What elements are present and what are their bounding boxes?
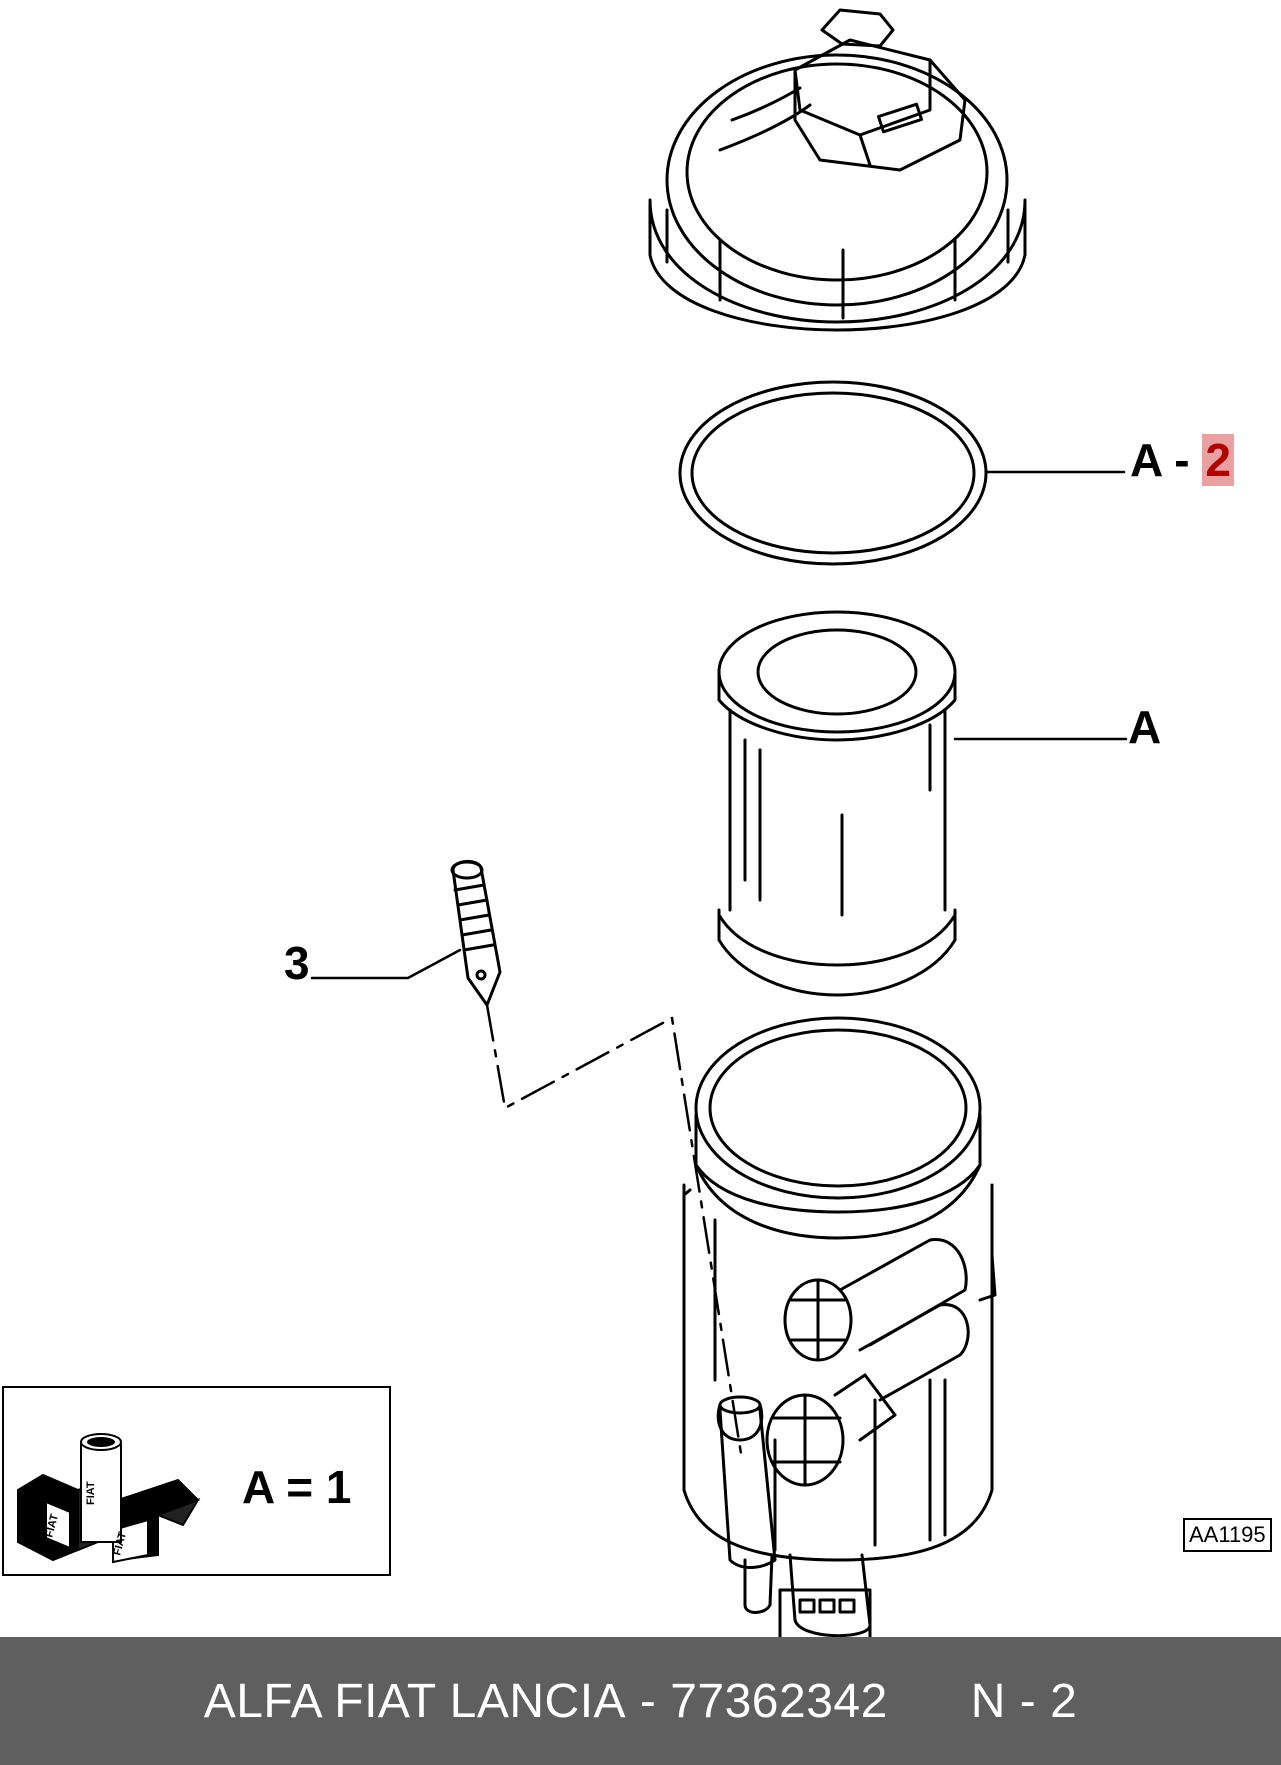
legend-box: FIAT FIAT FIAT A = 1 bbox=[2, 1386, 391, 1576]
svg-text:FIAT: FIAT bbox=[85, 1481, 97, 1505]
footer-gap bbox=[888, 1674, 971, 1729]
footer-brands: ALFA FIAT LANCIA bbox=[203, 1674, 627, 1728]
filter-cover-cap bbox=[648, 8, 1027, 332]
drawing-reference-code: AA1195 bbox=[1183, 1518, 1272, 1552]
callout-seal-number: 2 bbox=[1202, 434, 1234, 486]
o-ring-seal bbox=[678, 380, 1126, 566]
callout-seal-letter: A bbox=[1130, 434, 1162, 486]
svg-text:FIAT: FIAT bbox=[111, 1531, 129, 1557]
legend-text: A = 1 bbox=[242, 1461, 352, 1513]
assembly-leader-line bbox=[485, 1003, 744, 1462]
filter-housing bbox=[682, 1016, 997, 1662]
fiat-parts-kit-icon: FIAT FIAT FIAT bbox=[17, 1433, 201, 1564]
footer-n-label: N - 2 bbox=[970, 1674, 1078, 1728]
callout-pin: 3 bbox=[284, 937, 310, 989]
callout-seal: A - 2 bbox=[1130, 434, 1234, 486]
callout-seal-separator: - bbox=[1161, 434, 1203, 486]
footer-bar: ALFA FIAT LANCIA - 77362342 N - 2 bbox=[0, 1637, 1281, 1765]
footer-part-number: 77362342 bbox=[670, 1674, 888, 1728]
callout-filter: A bbox=[1128, 701, 1162, 753]
pin-part-3 bbox=[310, 860, 502, 1007]
svg-text:FIAT: FIAT bbox=[43, 1513, 61, 1539]
filter-cartridge bbox=[717, 610, 1128, 997]
footer-separator: - bbox=[626, 1674, 671, 1728]
